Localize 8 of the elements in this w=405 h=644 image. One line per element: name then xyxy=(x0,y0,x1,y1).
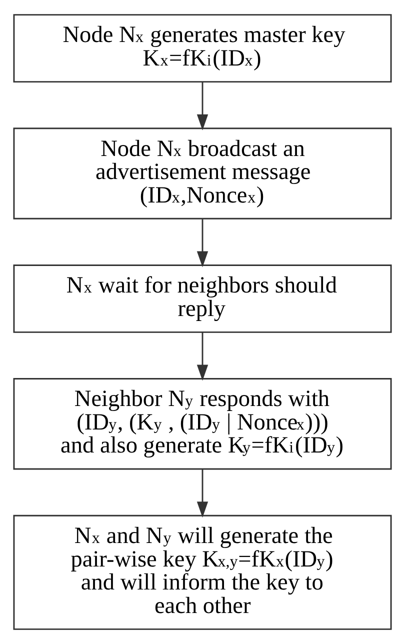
arrow xyxy=(196,82,208,130)
arrow xyxy=(196,469,208,518)
node-box: Node Nx broadcast an advertisement message (IDx,Noncex) xyxy=(13,128,392,220)
node-box: Node Nx generates master key Kx=fKi(IDx) xyxy=(13,14,392,83)
node-box: Nx wait for neighbors should reply xyxy=(13,264,392,333)
node-box: Nx and Ny will generate the pair-wise key Kx,y=fKx(IDy) and will inform the key to each other xyxy=(13,514,392,630)
arrow xyxy=(196,219,208,268)
arrow xyxy=(196,332,208,381)
